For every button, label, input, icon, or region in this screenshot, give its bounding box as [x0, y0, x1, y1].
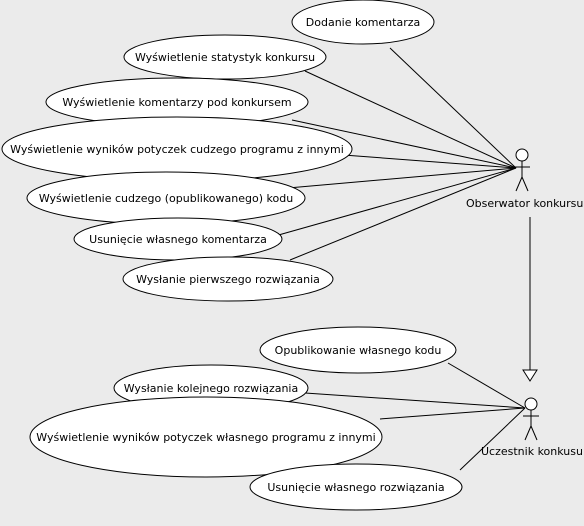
- association-line: [389, 47, 517, 169]
- association-line: [329, 153, 517, 169]
- generalization-arrowhead: [522, 369, 538, 382]
- use-case[interactable]: Wyświetlenie wyników potyczek własnego p…: [29, 396, 383, 478]
- use-case[interactable]: Wyświetlenie statystyk konkursu: [123, 34, 327, 80]
- association-line: [274, 167, 517, 237]
- actor-head: [524, 397, 538, 411]
- actor-right-leg: [530, 425, 538, 441]
- use-case[interactable]: Dodanie komentarza: [291, 0, 435, 45]
- use-case-label: Usunięcie własnego rozwiązania: [267, 481, 444, 494]
- use-case-ellipse[interactable]: [122, 256, 334, 302]
- association-line: [447, 362, 526, 409]
- use-case-ellipse[interactable]: [291, 0, 435, 45]
- use-case-label: Wyświetlenie wyników potyczek własnego p…: [36, 431, 375, 444]
- use-case-label: Usunięcie własnego komentarza: [89, 233, 267, 246]
- use-case-label: Wyświetlenie statystyk konkursu: [135, 51, 315, 64]
- actor-label: Obserwator konkursu: [466, 197, 583, 210]
- use-case-ellipse[interactable]: [249, 463, 463, 511]
- association-line: [287, 167, 517, 189]
- actor-participant[interactable]: Uczestnik konkusu: [481, 397, 583, 458]
- association-layer: [274, 47, 538, 471]
- association-line: [289, 167, 517, 261]
- use-case-label: Wysłanie pierwszego rozwiązania: [136, 273, 320, 286]
- use-case-label: Dodanie komentarza: [306, 16, 420, 29]
- use-case[interactable]: Opublikowanie własnego kodu: [259, 326, 457, 374]
- use-case-ellipse[interactable]: [123, 34, 327, 80]
- use-case[interactable]: Wyświetlenie cudzego (opublikowanego) ko…: [26, 171, 306, 225]
- association-line: [379, 407, 526, 420]
- use-case-label: Wysłanie kolejnego rozwiązania: [124, 382, 298, 395]
- actor-observer[interactable]: Obserwator konkursu: [466, 148, 583, 210]
- actor-label: Uczestnik konkusu: [481, 445, 583, 458]
- association-line: [304, 70, 517, 169]
- use-case-ellipse[interactable]: [29, 396, 383, 478]
- use-case[interactable]: Wysłanie pierwszego rozwiązania: [122, 256, 334, 302]
- association-line: [291, 119, 517, 169]
- use-case[interactable]: Usunięcie własnego rozwiązania: [249, 463, 463, 511]
- actor-right-leg: [521, 176, 529, 192]
- association-line: [459, 407, 526, 471]
- actor-left-leg: [515, 176, 523, 192]
- actor-left-leg: [524, 425, 532, 441]
- use-case[interactable]: Usunięcie własnego komentarza: [73, 217, 283, 261]
- association-line: [304, 392, 526, 409]
- use-case-ellipse[interactable]: [259, 326, 457, 374]
- use-case[interactable]: Wyświetlenie komentarzy pod konkursem: [45, 77, 309, 127]
- use-case[interactable]: Wyświetlenie wyników potyczek cudzego pr…: [1, 116, 353, 182]
- use-case-label: Wyświetlenie komentarzy pod konkursem: [62, 96, 291, 109]
- use-case-label: Wyświetlenie wyników potyczek cudzego pr…: [10, 143, 344, 156]
- actor-head: [515, 148, 529, 162]
- use-case-label: Opublikowanie własnego kodu: [275, 344, 442, 357]
- use-case-label: Wyświetlenie cudzego (opublikowanego) ko…: [39, 192, 293, 205]
